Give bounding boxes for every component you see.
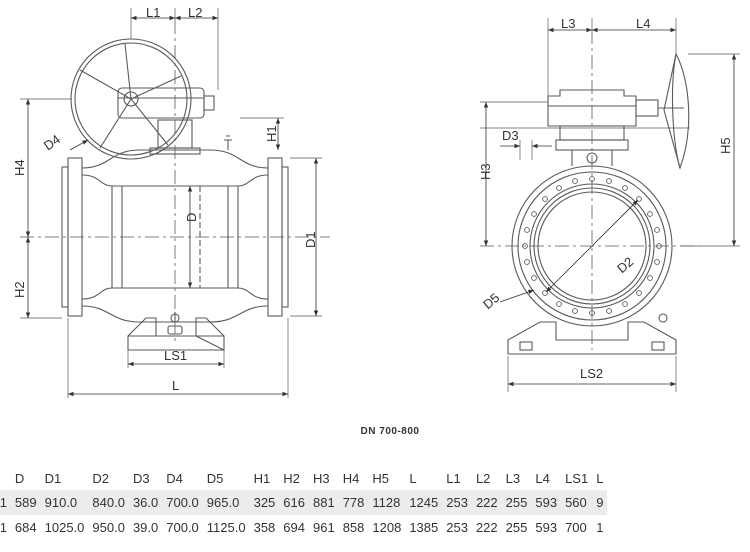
table-cell: 39.0 <box>128 515 163 540</box>
header-cell: D3 <box>132 470 150 486</box>
dim-label-D4: D4 <box>41 131 63 153</box>
dim-label-L2: L2 <box>188 5 202 20</box>
header-cell: D5 <box>206 470 224 486</box>
header-cell: L <box>409 470 417 486</box>
header-cell: LS1 <box>565 470 589 486</box>
table-cell: 4701 <box>0 490 11 515</box>
table-cell: 1 <box>592 515 608 540</box>
dim-label-D3: D3 <box>502 128 519 143</box>
header-cell: D2 <box>92 470 110 486</box>
table-cell: 858 <box>338 515 369 540</box>
table-cell: 1208 <box>368 515 406 540</box>
dim-label-L3: L3 <box>561 16 575 31</box>
table-cell: 616 <box>279 490 309 515</box>
dim-label-D5: D5 <box>480 290 502 312</box>
header-cell: D1 <box>44 470 62 486</box>
dim-label-D: D <box>184 213 199 222</box>
dim-label-L: L <box>172 378 179 393</box>
table-cell: 560 <box>561 490 593 515</box>
dim-label-H2: H2 <box>12 281 27 298</box>
table-cell: 1245 <box>405 490 443 515</box>
table-header-row: xve D D1 D2 D3 D4 D5 H1 H2 H3 H4 H5 L L1… <box>0 466 607 490</box>
table-cell: 255 <box>501 490 532 515</box>
table-cell: 589 <box>10 490 41 515</box>
dim-label-D1: D1 <box>303 231 318 248</box>
dim-label-D2: D2 <box>614 254 636 276</box>
table-cell: 1385 <box>405 515 443 540</box>
table-cell: 222 <box>471 490 502 515</box>
header-cell: L2 <box>475 470 491 486</box>
dim-label-H1: H1 <box>264 125 279 142</box>
header-cell: xve <box>0 466 11 490</box>
table-cell: 700.0 <box>162 515 203 540</box>
table-cell: 910.0 <box>40 490 89 515</box>
table-cell: 255 <box>501 515 532 540</box>
front-view <box>20 8 330 398</box>
header-cell: L4 <box>535 470 550 486</box>
header-cell: H4 <box>342 470 360 486</box>
table-cell: 700 <box>561 515 593 540</box>
table-cell: 694 <box>279 515 309 540</box>
table-cell: 325 <box>249 490 280 515</box>
table-cell: 253 <box>442 515 472 540</box>
header-cell: H5 <box>372 470 390 486</box>
dim-label-LS2: LS2 <box>580 366 603 381</box>
dim-label-H4: H4 <box>12 159 27 176</box>
side-dimensions <box>483 27 737 387</box>
header-cell: H1 <box>253 470 271 486</box>
front-dimensions <box>25 15 319 397</box>
side-view <box>480 18 740 392</box>
table-cell: 1025.0 <box>40 515 89 540</box>
header-cell: H3 <box>313 470 330 486</box>
header-cell: L3 <box>505 470 521 486</box>
table-cell: 684 <box>10 515 41 540</box>
table-cell: 593 <box>531 490 562 515</box>
header-cell: L <box>596 470 604 486</box>
table-cell: 881 <box>309 490 339 515</box>
table-cell: 700.0 <box>162 490 203 515</box>
table-cell: 222 <box>471 515 502 540</box>
table-cell: 36.0 <box>128 490 163 515</box>
table-row: 4701 589 910.0 840.0 36.0 700.0 965.0 32… <box>0 490 608 515</box>
dim-label-L1: L1 <box>146 5 160 20</box>
table-cell: 358 <box>249 515 280 540</box>
table-cell: 840.0 <box>88 490 129 515</box>
header-cell: H2 <box>283 470 300 486</box>
table-cell: 1128 <box>368 490 406 515</box>
table-cell: 961 <box>309 515 339 540</box>
dim-label-LS1: LS1 <box>164 348 187 363</box>
table-cell: 593 <box>531 515 562 540</box>
table-cell: 1125.0 <box>202 515 250 540</box>
header-cell: L1 <box>446 470 461 486</box>
table-cell: 950.0 <box>88 515 129 540</box>
table-cell: 4801 <box>0 515 11 540</box>
table-row: 4801 684 1025.0 950.0 39.0 700.0 1125.0 … <box>0 515 608 540</box>
table-cell: 253 <box>442 490 472 515</box>
dim-label-L4: L4 <box>636 16 650 31</box>
size-caption: DN 700-800 <box>360 426 420 437</box>
dimension-table: xve D D1 D2 D3 D4 D5 H1 H2 H3 H4 H5 L L1… <box>0 466 608 540</box>
dim-label-H5: H5 <box>718 137 733 154</box>
table-cell: 965.0 <box>202 490 250 515</box>
valve-drawing: L1 L2 D4 H1 H4 D D1 H2 LS1 L <box>12 5 740 398</box>
header-cell: D4 <box>166 470 183 486</box>
table-cell: 778 <box>338 490 369 515</box>
header-cell: D <box>14 470 25 486</box>
table-cell: 9 <box>592 490 608 515</box>
dim-label-H3: H3 <box>478 163 493 180</box>
